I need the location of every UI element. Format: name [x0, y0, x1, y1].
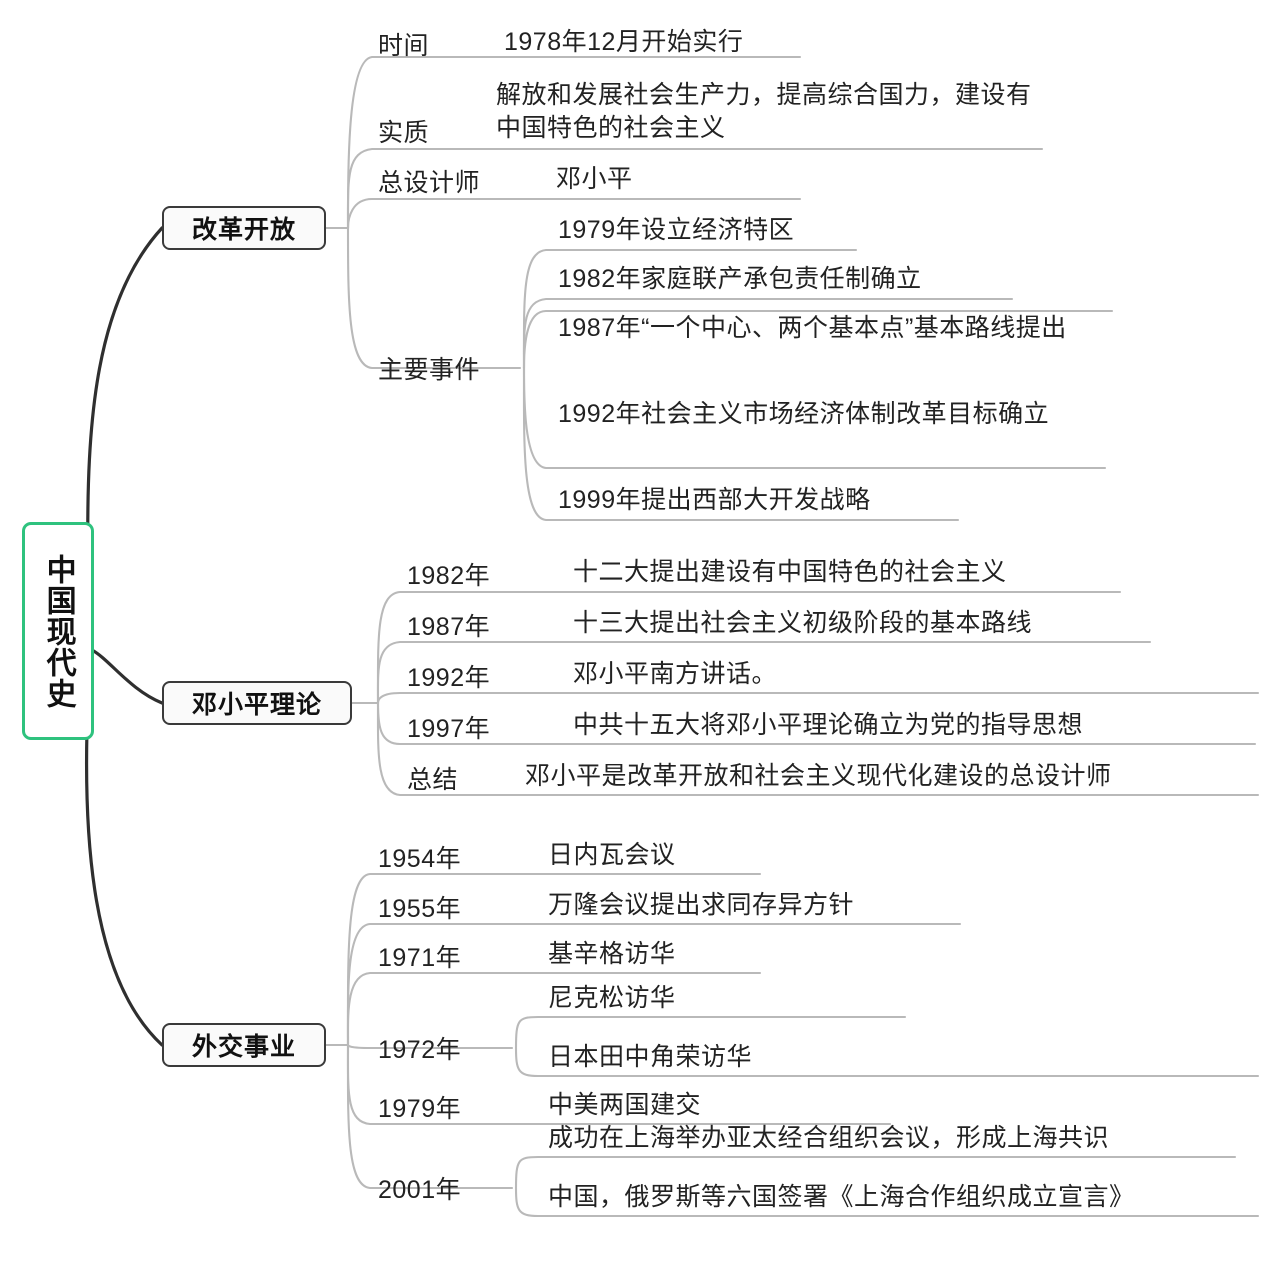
row-key-zongshejishi[interactable]: 总设计师 [378, 169, 481, 197]
row-value-zhuyao-shijian-1[interactable]: 1982年家庭联产承包责任制确立 [558, 265, 922, 293]
row-value-dxp-1997-0[interactable]: 中共十五大将邓小平理论确立为党的指导思想 [573, 711, 1084, 739]
row-value-shizhi-0[interactable]: 解放和发展社会生产力，提高综合国力，建设有中国特色的社会主义 [496, 81, 1032, 142]
row-key-wj-1955[interactable]: 1955年 [378, 895, 462, 923]
row-value-dxp-zongjie-0[interactable]: 邓小平是改革开放和社会主义现代化建设的总设计师 [525, 762, 1112, 790]
row-key-dxp-1982[interactable]: 1982年 [407, 562, 491, 590]
row-value-wj-2001-1[interactable]: 中国，俄罗斯等六国签署《上海合作组织成立宣言》 [548, 1183, 1135, 1211]
root-node[interactable]: 中国现代史 [22, 522, 94, 740]
row-key-shijian[interactable]: 时间 [378, 32, 430, 60]
row-value-wj-1955-0[interactable]: 万隆会议提出求同存异方针 [548, 891, 855, 919]
root-node-label: 中国现代史 [41, 553, 75, 709]
row-value-wj-1971-0[interactable]: 基辛格访华 [548, 940, 676, 968]
row-value-wj-2001-0[interactable]: 成功在上海举办亚太经合组织会议，形成上海共识 [548, 1124, 1110, 1152]
row-value-wj-1972-1[interactable]: 日本田中角荣访华 [548, 1043, 753, 1071]
row-key-wj-1972[interactable]: 1972年 [378, 1036, 462, 1064]
row-value-dxp-1982-0[interactable]: 十二大提出建设有中国特色的社会主义 [573, 558, 1007, 586]
row-key-dxp-1992[interactable]: 1992年 [407, 664, 491, 692]
branch-node-label: 邓小平理论 [191, 691, 322, 719]
row-value-zhuyao-shijian-2[interactable]: 1987年“一个中心、两个基本点”基本路线提出 [558, 314, 1067, 342]
branch-node-label: 改革开放 [191, 216, 296, 244]
branch-node-dengxiaoping-lilun[interactable]: 邓小平理论 [162, 681, 352, 725]
row-value-zhuyao-shijian-3[interactable]: 1992年社会主义市场经济体制改革目标确立 [558, 400, 1050, 428]
row-key-zhuyao-shijian[interactable]: 主要事件 [378, 356, 481, 384]
root-to-branch-2-connector [84, 698, 164, 1047]
branch-0-row-3-connector [346, 226, 522, 370]
row-key-dxp-1997[interactable]: 1997年 [407, 715, 491, 743]
root-to-branch-0-connector [86, 226, 164, 562]
row-key-dxp-1987[interactable]: 1987年 [407, 613, 491, 641]
row-key-wj-2001[interactable]: 2001年 [378, 1176, 462, 1204]
row-value-zhuyao-shijian-4[interactable]: 1999年提出西部大开发战略 [558, 486, 871, 514]
row-value-dxp-1992-0[interactable]: 邓小平南方讲话。 [573, 660, 778, 688]
row-value-dxp-1987-0[interactable]: 十三大提出社会主义初级阶段的基本路线 [573, 609, 1033, 637]
row-value-wj-1972-0[interactable]: 尼克松访华 [548, 984, 676, 1012]
branch-node-gaige-kaifang[interactable]: 改革开放 [162, 206, 326, 250]
row-value-shijian-0[interactable]: 1978年12月开始实行 [504, 28, 744, 56]
row-key-shizhi[interactable]: 实质 [378, 119, 430, 147]
row-value-zongshejishi-0[interactable]: 邓小平 [556, 165, 633, 193]
row-value-zhuyao-shijian-0[interactable]: 1979年设立经济特区 [558, 216, 795, 244]
row-key-wj-1979[interactable]: 1979年 [378, 1095, 462, 1123]
row-key-dxp-zongjie[interactable]: 总结 [407, 766, 459, 794]
row-key-wj-1971[interactable]: 1971年 [378, 944, 462, 972]
row-value-wj-1954-0[interactable]: 日内瓦会议 [548, 841, 676, 869]
branch-node-waijiao-shiye[interactable]: 外交事业 [162, 1023, 326, 1067]
root-to-branch-1-connector [90, 648, 164, 705]
branch-1-row-2-connector [376, 691, 1260, 705]
row-key-wj-1954[interactable]: 1954年 [378, 845, 462, 873]
branch-node-label: 外交事业 [191, 1033, 296, 1061]
row-value-wj-1979-0[interactable]: 中美两国建交 [548, 1091, 702, 1119]
